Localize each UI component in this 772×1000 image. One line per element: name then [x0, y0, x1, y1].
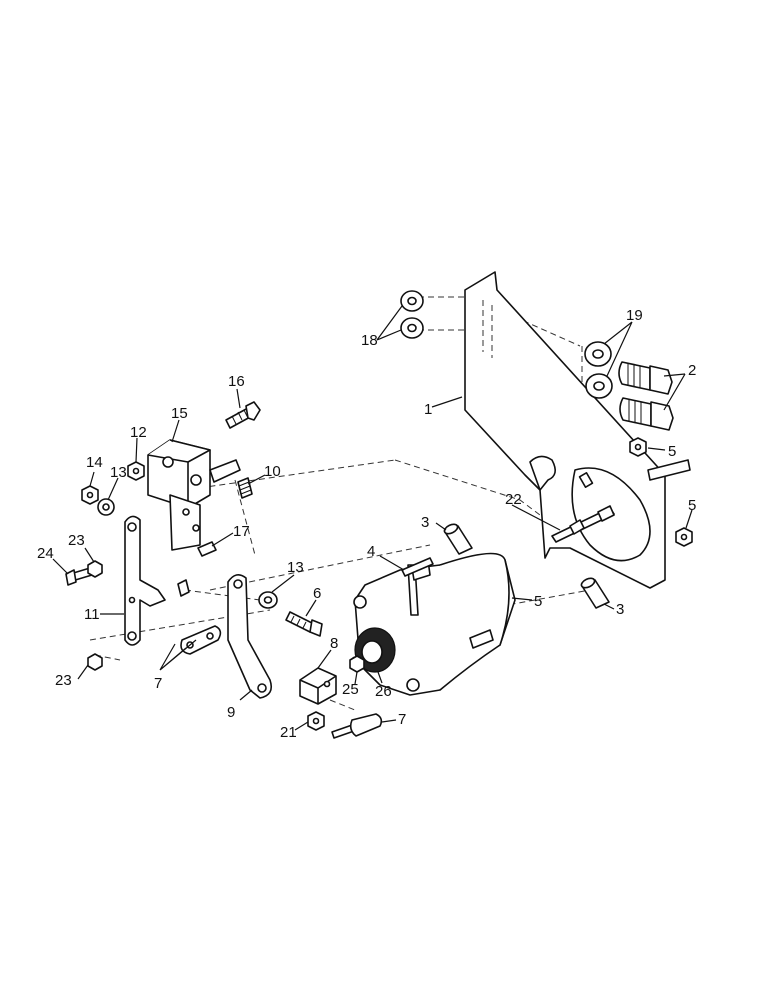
- callout-13: 13: [287, 559, 304, 576]
- callout-5: 5: [534, 593, 542, 610]
- stud-4: [401, 557, 434, 577]
- nuts-5: [629, 437, 693, 547]
- callout-1: 1: [424, 401, 432, 418]
- lever-9: [227, 574, 273, 699]
- leader-lines: [52, 305, 693, 731]
- callout-26: 26: [375, 683, 392, 700]
- nut-21: [307, 711, 325, 731]
- bolts-2: [618, 361, 674, 431]
- nut-25: [349, 655, 365, 673]
- callout-10: 10: [264, 463, 281, 480]
- callout-14: 14: [86, 454, 103, 471]
- callout-21: 21: [280, 724, 297, 741]
- callout-17: 17: [233, 523, 250, 540]
- callout-3: 3: [616, 601, 624, 618]
- block-8: [299, 667, 337, 705]
- callout-2: 2: [688, 362, 696, 379]
- nut-14: [81, 485, 99, 505]
- callout-24: 24: [37, 545, 54, 562]
- mounting-plate: [464, 271, 691, 589]
- callout-6: 6: [313, 585, 321, 602]
- bolt-16: [225, 401, 261, 429]
- nut-23-bottom: [87, 653, 103, 671]
- lever-11: [124, 515, 190, 646]
- callout-22: 22: [505, 491, 522, 508]
- callout-16: 16: [228, 373, 245, 390]
- callout-8: 8: [330, 635, 338, 652]
- nut-23-top: [87, 560, 103, 578]
- bolt-6: [285, 611, 323, 637]
- callout-23: 23: [68, 532, 85, 549]
- callout-3: 3: [421, 514, 429, 531]
- washers-18: [400, 290, 424, 339]
- washer-13-right: [258, 591, 278, 609]
- spacer-3-bottom: [580, 577, 610, 609]
- callout-7: 7: [154, 675, 162, 692]
- callout-7: 7: [398, 711, 406, 728]
- bracket-block-15: [147, 439, 241, 551]
- callout-15: 15: [171, 405, 188, 422]
- callout-19: 19: [626, 307, 643, 324]
- set-screw-10: [237, 477, 253, 499]
- callout-9: 9: [227, 704, 235, 721]
- callout-23: 23: [55, 672, 72, 689]
- callout-12: 12: [130, 424, 147, 441]
- callout-18: 18: [361, 332, 378, 349]
- callout-5: 5: [688, 497, 696, 514]
- nut-12: [127, 461, 145, 481]
- callout-13: 13: [110, 464, 127, 481]
- callout-11: 11: [84, 606, 100, 623]
- callout-25: 25: [342, 681, 359, 698]
- callout-4: 4: [367, 543, 375, 560]
- link-plate-7: [180, 625, 222, 655]
- pin-17: [197, 541, 217, 557]
- pin-7: [331, 713, 383, 739]
- washer-13-left: [97, 498, 115, 516]
- motor-body: [350, 552, 516, 696]
- spacer-3-top: [443, 523, 473, 555]
- washers-19: [584, 341, 613, 399]
- cable-22: [551, 505, 615, 543]
- callout-labels: 1 2 3 3 4 5 5 5 6 7 7 8 9 10 11 12 13 13…: [37, 307, 696, 741]
- callout-5: 5: [668, 443, 676, 460]
